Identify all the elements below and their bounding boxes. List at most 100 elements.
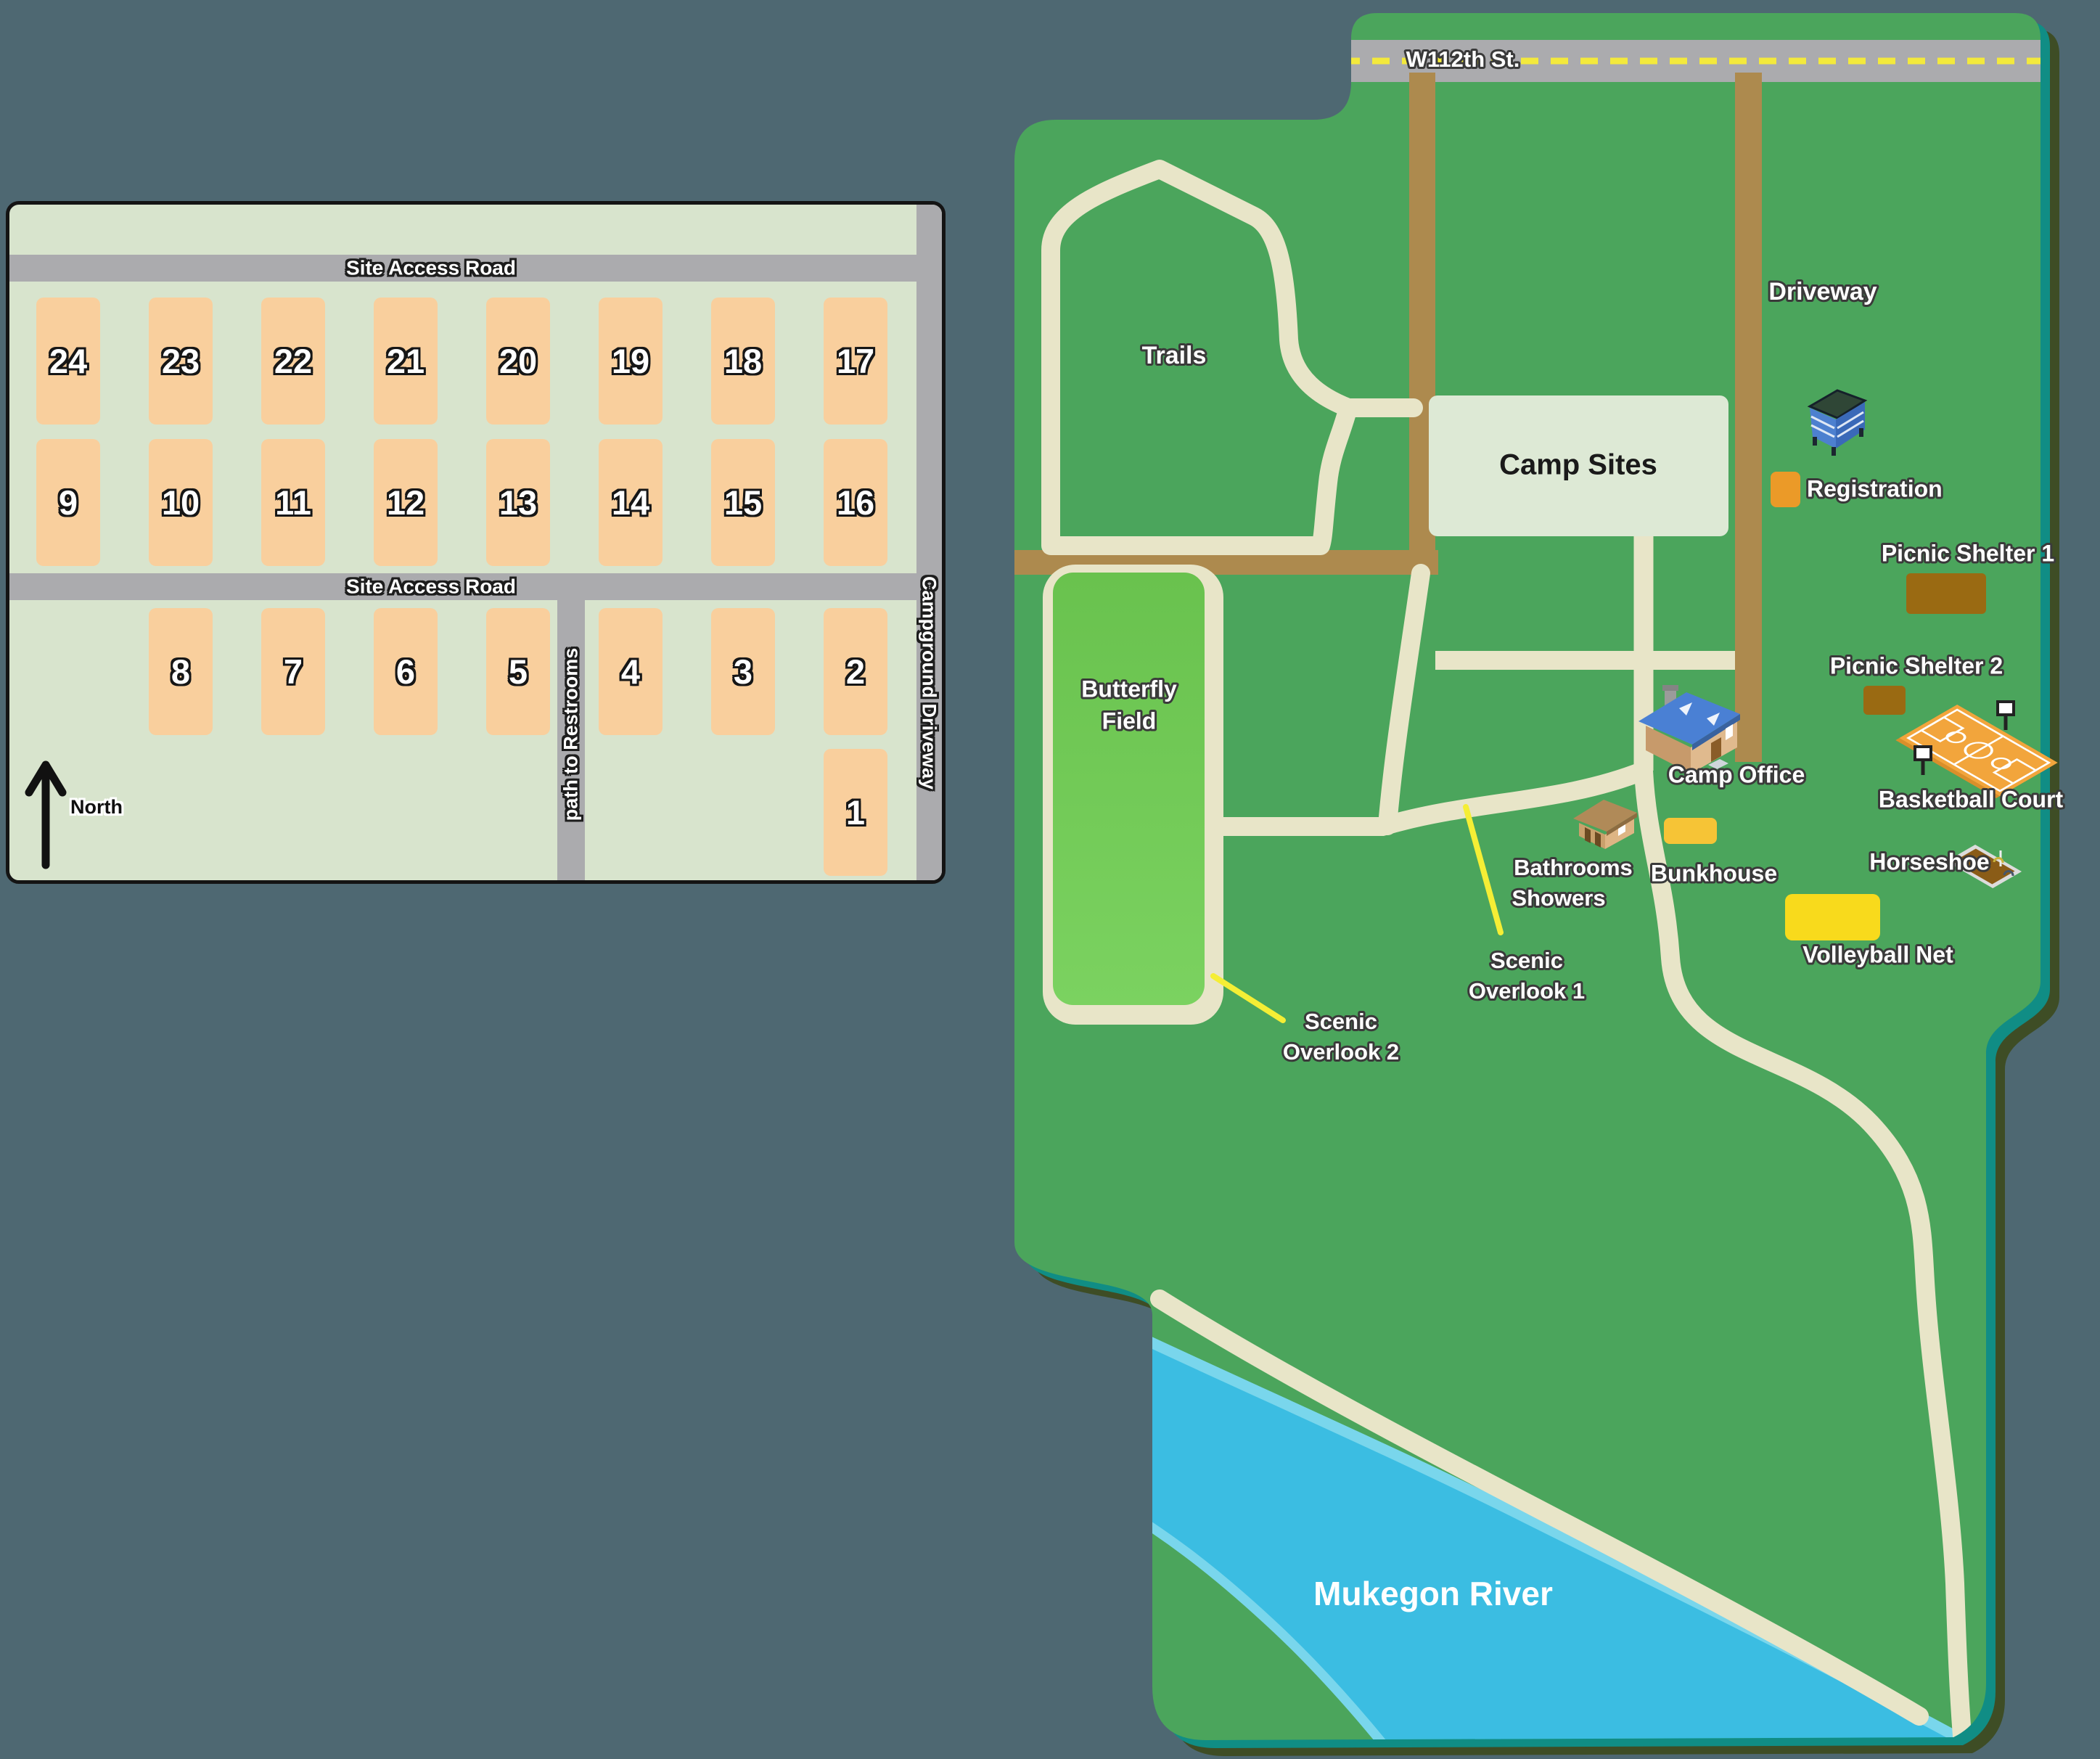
campsite-11: 11 (261, 439, 325, 566)
label-scenic-1b: Overlook 1 (1469, 978, 1585, 1004)
campsite-3-number: 3 (733, 652, 753, 691)
path-long-southeast (1634, 761, 1972, 1740)
campsite-18: 18 (711, 298, 775, 425)
callout-line-overlook-2 (1210, 973, 1286, 1023)
camp-sites-label: Camp Sites (1499, 449, 1657, 481)
site-access-road-middle: Site Access Road (9, 573, 942, 600)
campsite-15-number: 15 (723, 483, 763, 522)
label-driveway: Driveway (1768, 278, 1877, 306)
campsite-13: 13 (486, 439, 550, 566)
map-body (1014, 13, 2040, 1740)
campsite-1-number: 1 (845, 793, 866, 832)
volleyball-marker (1785, 894, 1880, 940)
campsite-22-number: 22 (274, 342, 313, 380)
site-access-road-top-label: Site Access Road (346, 255, 516, 279)
campsite-10-number: 10 (161, 483, 200, 522)
campsite-14: 14 (599, 439, 663, 566)
campsite-10: 10 (149, 439, 213, 566)
registration-marker (1771, 472, 1800, 507)
label-registration: Registration (1807, 475, 1943, 501)
campground-driveway-label: Campground Driveway (918, 575, 940, 790)
north-label: North (70, 796, 123, 818)
label-bathrooms-1: Bathrooms (1514, 855, 1633, 880)
restroom-path-label: path to Restrooms (559, 647, 582, 821)
label-picnic-shelter-1: Picnic Shelter 1 (1882, 540, 2054, 566)
campsite-22: 22 (261, 298, 325, 425)
campground-driveway-road (916, 205, 942, 880)
river (1074, 1306, 2032, 1740)
campsite-8-number: 8 (171, 652, 191, 691)
picnic-shelter-2-marker (1863, 686, 1906, 715)
north-arrow-icon (25, 760, 67, 869)
campsite-23-number: 23 (161, 342, 200, 380)
label-camp-office: Camp Office (1668, 761, 1805, 787)
campsite-6-number: 6 (395, 652, 416, 691)
campsite-9-number: 9 (58, 483, 78, 522)
campsite-21: 21 (374, 298, 438, 425)
label-horseshoe: Horseshoe (1869, 848, 1989, 874)
dumpster-icon (1807, 389, 1868, 456)
campsite-19: 19 (599, 298, 663, 425)
campsite-23: 23 (149, 298, 213, 425)
campsite-2: 2 (824, 608, 887, 735)
campsite-19-number: 19 (611, 342, 650, 380)
campsite-7: 7 (261, 608, 325, 735)
label-scenic-2b: Overlook 2 (1283, 1039, 1399, 1065)
callout-line-overlook-1 (1463, 804, 1504, 935)
campsite-4-number: 4 (620, 652, 641, 691)
basketball-court-icon (1895, 700, 2058, 798)
camp-sites-box (1429, 395, 1728, 536)
campsite-6: 6 (374, 608, 438, 735)
campsite-16-number: 16 (836, 483, 875, 522)
label-basketball-court: Basketball Court (1879, 786, 2064, 812)
campsite-21-number: 21 (386, 342, 425, 380)
label-scenic-2a: Scenic (1305, 1009, 1377, 1034)
campsite-2-number: 2 (845, 652, 866, 691)
driveway-road-east (1735, 73, 1762, 762)
label-trails: Trails (1142, 342, 1207, 369)
campsite-5: 5 (486, 608, 550, 735)
campsite-18-number: 18 (723, 342, 763, 380)
campsite-11-number: 11 (275, 483, 311, 522)
picnic-shelter-1-marker (1906, 573, 1986, 614)
campsite-9: 9 (36, 439, 100, 566)
label-street: W112th St. (1406, 46, 1520, 72)
basketball-hoop-icon (1996, 700, 2015, 730)
campsite-20-number: 20 (499, 342, 538, 380)
label-river: Mukegon River (1313, 1575, 1553, 1612)
site-access-road-middle-label: Site Access Road (346, 574, 516, 597)
campsite-3: 3 (711, 608, 775, 735)
campsite-24-number: 24 (49, 342, 88, 380)
campsite-20: 20 (486, 298, 550, 425)
path-road-to-field (1378, 564, 1430, 835)
bathrooms-icon (1573, 800, 1637, 849)
campsite-15: 15 (711, 439, 775, 566)
label-butterfly-1: Butterfly (1081, 676, 1177, 702)
trails-loop (1041, 160, 1423, 555)
campsite-5-number: 5 (508, 652, 528, 691)
campsite-7-number: 7 (283, 652, 303, 691)
campsite-4: 4 (599, 608, 663, 735)
bunkhouse-marker (1664, 818, 1717, 844)
campsite-1: 1 (824, 749, 887, 876)
label-scenic-1a: Scenic (1490, 948, 1563, 973)
campsite-13-number: 13 (499, 483, 538, 522)
campsite-12: 12 (374, 439, 438, 566)
campsite-17: 17 (824, 298, 887, 425)
horseshoe-pit-icon (1946, 845, 2022, 888)
path-field-to-junction (1214, 761, 1653, 836)
restroom-path (557, 599, 585, 880)
label-bathrooms-2: Showers (1512, 885, 1605, 911)
basketball-hoop-icon (1914, 745, 1932, 775)
label-butterfly-2: Field (1102, 708, 1157, 734)
campsite-8: 8 (149, 608, 213, 735)
label-picnic-shelter-2: Picnic Shelter 2 (1830, 652, 2003, 678)
campsite-14-number: 14 (611, 483, 650, 522)
site-access-road-top: Site Access Road (9, 255, 942, 282)
campsite-detail-panel: Site Access Road Site Access Road Campgr… (6, 201, 946, 884)
campsite-16: 16 (824, 439, 887, 566)
campsite-12-number: 12 (386, 483, 425, 522)
butterfly-field (1053, 573, 1205, 1005)
